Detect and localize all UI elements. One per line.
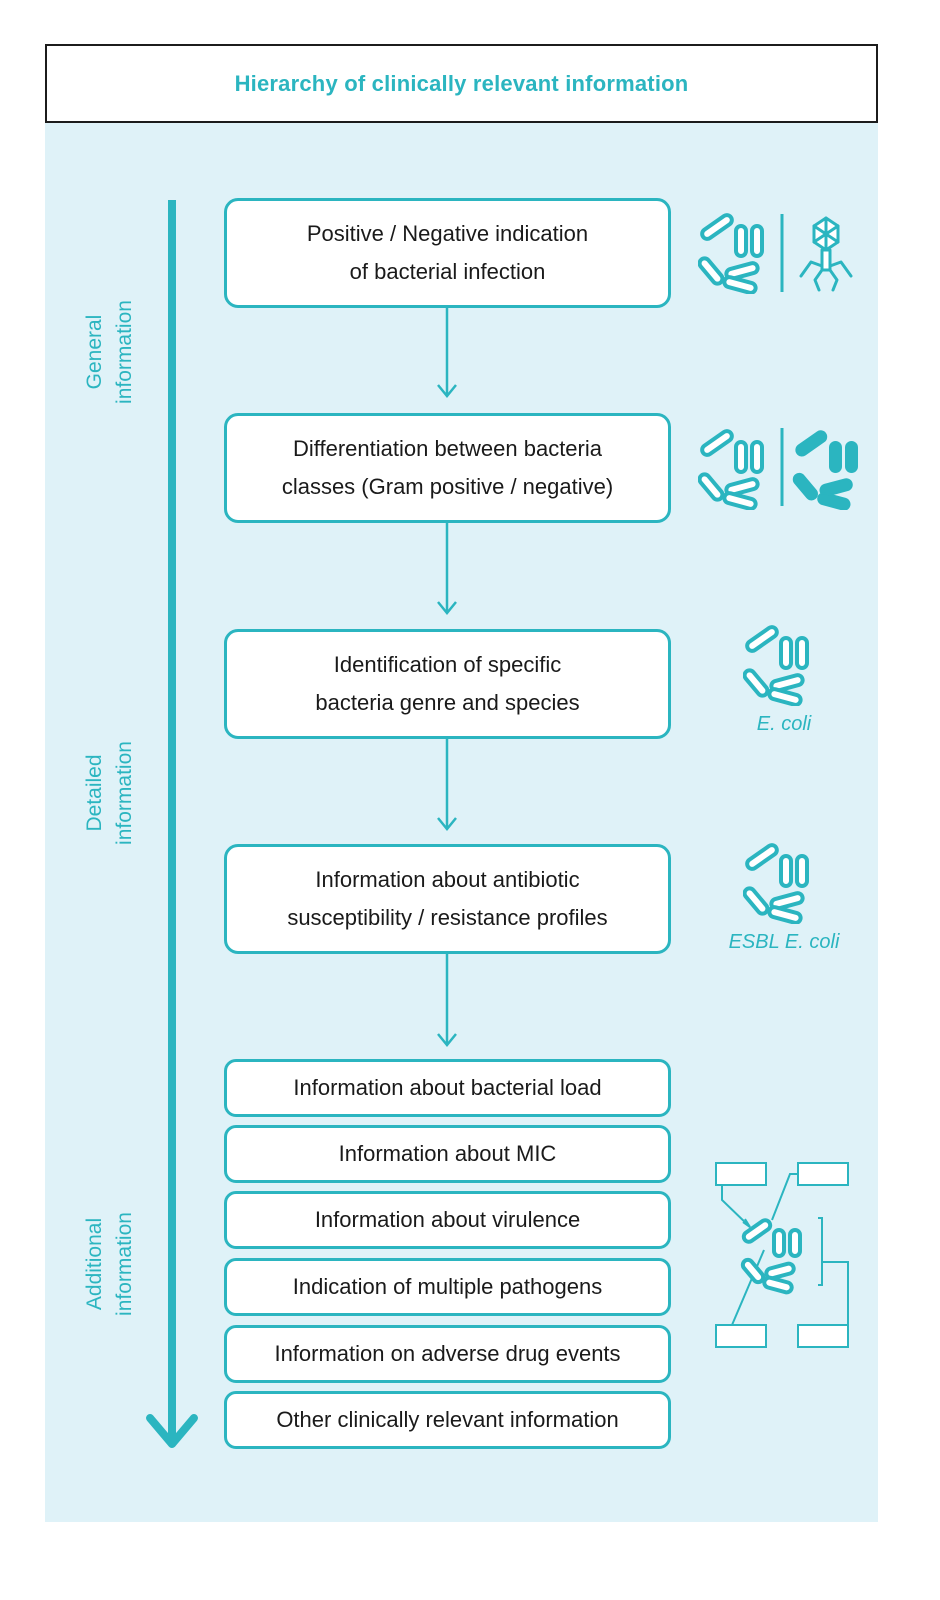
additional-item: Information on adverse drug events (224, 1325, 671, 1383)
side-label-additional: Additional information (80, 1212, 140, 1316)
divider (780, 428, 784, 506)
connector-arrow-1 (437, 308, 457, 398)
additional-item: Information about MIC (224, 1125, 671, 1183)
additional-item-label: Information about bacterial load (293, 1075, 602, 1100)
step-box-3: Identification of specific bacteria genr… (224, 629, 671, 739)
step-3-line-2: bacteria genre and species (315, 690, 580, 715)
species-label-ecoli: E. coli (756, 713, 812, 735)
additional-item-label: Indication of multiple pathogens (292, 1274, 603, 1299)
side-label-detailed-line2: information (113, 741, 136, 845)
connector-arrow-4 (437, 954, 457, 1047)
bacteria-cluster-filled-icon (792, 430, 858, 510)
additional-item-label: Information on adverse drug events (274, 1341, 621, 1366)
step-3-line-1: Identification of specific (333, 652, 562, 677)
additional-item: Other clinically relevant information (224, 1391, 671, 1449)
bacteria-cluster-outline-icon (698, 429, 764, 510)
connector-arrow-2 (437, 523, 457, 615)
step-box-4: Information about antibiotic susceptibil… (224, 844, 671, 954)
bacteria-cluster-icon (743, 625, 809, 706)
annotated-bacteria-icon (715, 1162, 849, 1348)
step-2-line-1: Differentiation between bacteria (292, 436, 602, 461)
additional-item: Information about bacterial load (224, 1059, 671, 1117)
step-box-2: Differentiation between bacteria classes… (224, 413, 671, 523)
bacteria-cluster-icon (698, 213, 764, 294)
side-label-general: General information (80, 300, 140, 404)
connector-arrow-3 (437, 739, 457, 831)
step-1-line-1: Positive / Negative indication (306, 221, 589, 246)
bacteria-cluster-icon (743, 843, 809, 924)
step-2-line-2: classes (Gram positive / negative) (281, 474, 614, 499)
title-box: Hierarchy of clinically relevant informa… (45, 44, 878, 123)
additional-item: Indication of multiple pathogens (224, 1258, 671, 1316)
bacteriophage-icon (799, 216, 853, 292)
side-label-detailed: Detailed information (80, 741, 140, 845)
side-label-additional-line2: information (113, 1212, 136, 1316)
divider (780, 214, 784, 292)
side-label-general-line1: General (83, 314, 106, 390)
additional-item-label: Other clinically relevant information (276, 1407, 619, 1432)
step-4-line-1: Information about antibiotic (315, 867, 580, 892)
additional-item-label: Information about virulence (314, 1207, 581, 1232)
step-4-line-2: susceptibility / resistance profiles (287, 905, 608, 930)
step-box-1: Positive / Negative indication of bacter… (224, 198, 671, 308)
additional-item: Information about virulence (224, 1191, 671, 1249)
additional-item-label: Information about MIC (338, 1141, 557, 1166)
side-label-general-line2: information (113, 300, 136, 404)
hierarchy-arrow (146, 200, 198, 1448)
side-label-detailed-line1: Detailed (83, 754, 106, 832)
diagram-title: Hierarchy of clinically relevant informa… (234, 70, 689, 96)
species-label-esbl-ecoli: ESBL E. coli (728, 931, 840, 953)
step-1-line-2: of bacterial infection (349, 259, 546, 284)
side-label-additional-line1: Additional (83, 1217, 106, 1311)
